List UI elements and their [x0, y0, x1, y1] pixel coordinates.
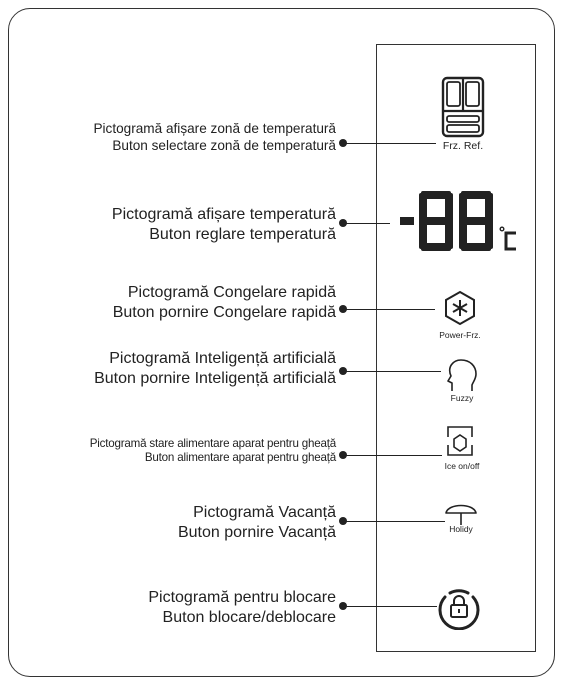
fuzzy-caption: Fuzzy [450, 393, 474, 403]
temperature-display[interactable] [398, 189, 528, 253]
label-holiday: Pictogramă Vacanță Buton pornire Vacanță [178, 503, 336, 542]
label-lock-line2: Buton blocare/deblocare [162, 608, 336, 626]
label-ice-line2: Buton alimentare aparat pentru gheață [144, 451, 336, 465]
outer-frame [8, 8, 555, 677]
ice-caption: Ice on/off [444, 461, 480, 471]
leader-line-temperature [343, 223, 390, 224]
snowflake-icon[interactable] [442, 290, 478, 326]
zone-icon[interactable] [440, 76, 486, 140]
label-ice: Pictogramă stare alimentare aparat pentr… [90, 437, 336, 465]
control-panel [376, 44, 536, 652]
label-ice-line1: Pictogramă stare alimentare aparat pentr… [89, 437, 336, 450]
label-powerfrz-line2: Buton pornire Congelare rapidă [112, 303, 336, 321]
head-icon[interactable] [443, 357, 479, 395]
powerfrz-caption: Power-Frz. [439, 330, 481, 340]
label-holiday-line2: Buton pornire Vacanță [177, 523, 336, 541]
label-zone: Pictogramă afișare zonă de temperatură B… [93, 121, 336, 154]
label-temperature: Pictogramă afișare temperatură Buton reg… [112, 205, 336, 244]
label-powerfrz: Pictogramă Congelare rapidă Buton pornir… [113, 283, 336, 322]
leader-line-holiday [343, 521, 445, 522]
label-lock: Pictogramă pentru blocare Buton blocare/… [148, 588, 336, 627]
label-fuzzy: Pictogramă Inteligență artificială Buton… [94, 349, 336, 388]
umbrella-icon[interactable] [443, 500, 479, 526]
label-powerfrz-line1: Pictogramă Congelare rapidă [127, 284, 336, 301]
temperature-digits-icon [400, 191, 516, 251]
leader-line-fuzzy [343, 371, 441, 372]
label-holiday-line1: Pictogramă Vacanță [193, 504, 336, 521]
label-fuzzy-line2: Buton pornire Inteligență artificială [94, 369, 336, 387]
leader-line-ice [343, 455, 442, 456]
label-lock-line1: Pictogramă pentru blocare [148, 589, 336, 606]
label-zone-line2: Buton selectare zonă de temperatură [112, 137, 336, 153]
label-fuzzy-line1: Pictogramă Inteligență artificială [109, 350, 336, 367]
zone-caption: Frz. Ref. [442, 140, 484, 152]
leader-line-lock [343, 606, 437, 607]
ice-icon[interactable] [442, 423, 478, 459]
leader-line-zone [343, 143, 436, 144]
label-zone-line1: Pictogramă afișare zonă de temperatură [93, 121, 336, 136]
leader-line-powerfrz [343, 309, 435, 310]
holiday-caption: Holidy [449, 524, 473, 534]
label-temperature-line1: Pictogramă afișare temperatură [111, 206, 336, 223]
lock-icon[interactable] [436, 584, 482, 630]
label-temperature-line2: Buton reglare temperatură [149, 225, 336, 243]
